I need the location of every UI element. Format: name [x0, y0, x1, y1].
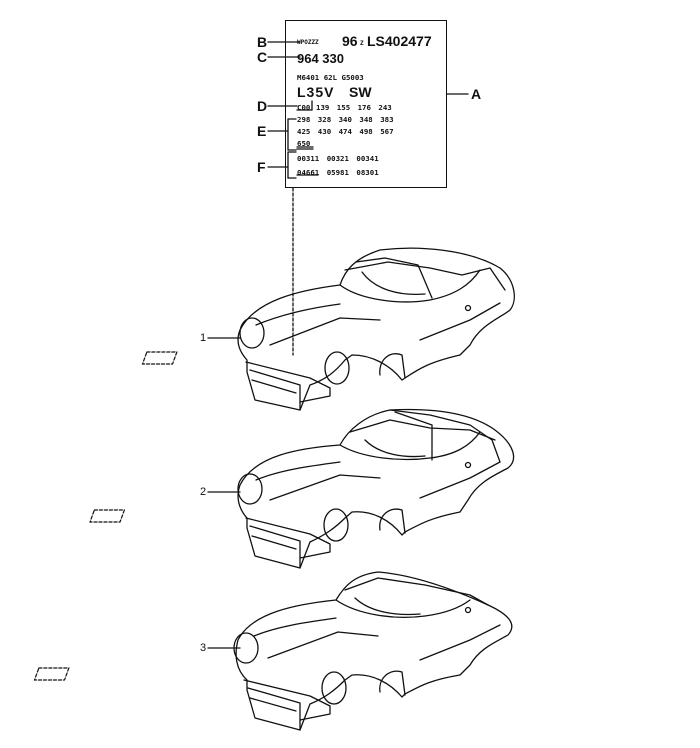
identification-plate: WPOZZZ 96 Z LS402477 964 330 M6401 62L G… [285, 20, 447, 188]
vin-prefix: WPOZZZ [297, 39, 319, 46]
vin-main: 96 [342, 33, 358, 49]
callout-a: A [471, 86, 482, 102]
f-row-1: 00311 00321 00341 [297, 154, 379, 163]
item-number-3: 3 [200, 642, 207, 654]
callout-b: B [257, 34, 268, 50]
options-row-2: 298 328 340 348 383 [297, 115, 394, 124]
cabriolet-body-icon [33, 571, 513, 731]
callout-leaders [207, 41, 469, 649]
options-row-3: 425 430 474 498 567 [297, 127, 394, 136]
paint-code: L35V [297, 84, 335, 100]
targa-body-icon [89, 408, 515, 569]
plate-brackets [296, 100, 319, 176]
vin-rest: LS402477 [367, 33, 432, 49]
type-number: 964 330 [297, 51, 344, 66]
codes-row: M6401 62L G5003 [297, 73, 364, 82]
coupe-body-icon [141, 247, 515, 411]
trim-code: SW [349, 84, 372, 100]
callout-e: E [257, 123, 267, 139]
callout-f: F [257, 159, 266, 175]
item-number-1: 1 [200, 332, 207, 344]
vin-small-z: Z [360, 40, 364, 47]
options-row-4: 650 [297, 139, 311, 148]
options-row-1: 139 155 176 243 [316, 103, 392, 112]
callout-c: C [257, 49, 268, 65]
option-c-code: C00 [297, 103, 311, 112]
item-number-2: 2 [200, 486, 207, 498]
f-row-2: 04661 05981 08301 [297, 168, 379, 177]
callout-d: D [257, 98, 268, 114]
